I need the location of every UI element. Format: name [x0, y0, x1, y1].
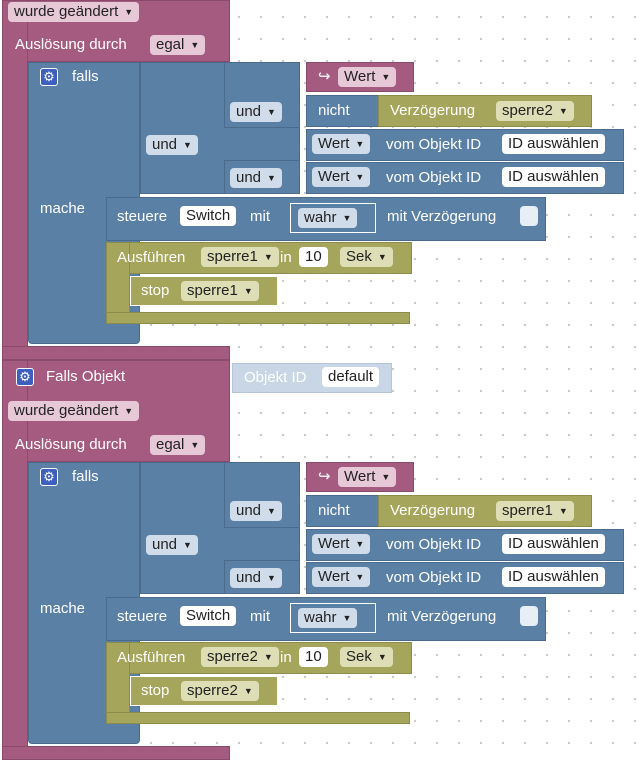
vom-objekt-label: vom Objekt ID — [386, 569, 482, 586]
with-delay-label: mit Verzögerung — [387, 208, 497, 225]
falls-label: falls — [72, 468, 99, 485]
timeout-block-footer — [106, 712, 410, 724]
delay-var-dropdown[interactable]: sperre2▼ — [496, 101, 574, 121]
id-select-button[interactable]: ID auswählen — [502, 167, 605, 187]
object-id-label: Objekt ID — [244, 369, 307, 386]
source-dropdown[interactable]: egal▼ — [150, 435, 206, 455]
and-dropdown-top[interactable]: und▼ — [230, 102, 282, 122]
boolean-dropdown[interactable]: wahr▼ — [298, 608, 358, 628]
not-block[interactable] — [306, 95, 384, 127]
trigger-dropdown[interactable]: wurde geändert▼ — [8, 2, 140, 22]
timeout-value-field[interactable]: 10 — [299, 647, 328, 667]
vom-objekt-label: vom Objekt ID — [386, 536, 482, 553]
wert-dropdown[interactable]: Wert▼ — [312, 534, 371, 554]
nicht-label: nicht — [318, 502, 350, 519]
stop-label: stop — [141, 282, 170, 299]
and-dropdown-top[interactable]: und▼ — [230, 501, 282, 521]
timeout-block-footer — [106, 312, 410, 324]
vom-objekt-label: vom Objekt ID — [386, 136, 482, 153]
wert-dropdown[interactable]: Wert▼ — [338, 467, 397, 487]
return-arrow-icon: ↪ — [318, 68, 331, 85]
unit-dropdown[interactable]: Sek▼ — [340, 647, 393, 667]
delay-label: Verzögerung — [390, 502, 476, 519]
mit-label: mit — [250, 608, 270, 625]
wert-dropdown[interactable]: Wert▼ — [312, 167, 371, 187]
timeout-block-spine — [106, 642, 130, 724]
boolean-dropdown[interactable]: wahr▼ — [298, 208, 358, 228]
ausfuehren-label: Ausführen — [117, 249, 186, 266]
id-select-button[interactable]: ID auswählen — [502, 534, 605, 554]
gear-icon[interactable]: ⚙ — [16, 368, 34, 386]
not-block[interactable] — [306, 495, 384, 527]
mache-label: mache — [40, 600, 86, 617]
in-label: in — [280, 249, 292, 266]
and-dropdown-bottom[interactable]: und▼ — [230, 568, 282, 588]
id-select-button[interactable]: ID auswählen — [502, 134, 605, 154]
and-dropdown-outer[interactable]: und▼ — [146, 135, 198, 155]
vom-objekt-label: vom Objekt ID — [386, 169, 482, 186]
wert-dropdown[interactable]: Wert▼ — [338, 67, 397, 87]
wert-dropdown[interactable]: Wert▼ — [312, 567, 371, 587]
wert-dropdown[interactable]: Wert▼ — [312, 134, 371, 154]
ausfuehren-label: Ausführen — [117, 649, 186, 666]
event-block-spine — [2, 0, 28, 358]
delay-checkbox[interactable] — [520, 606, 538, 626]
stop-label: stop — [141, 682, 170, 699]
timer-var-dropdown[interactable]: sperre1▼ — [201, 247, 279, 267]
steuere-label: steuere — [117, 208, 168, 225]
timeout-block-spine — [106, 242, 130, 324]
delay-checkbox[interactable] — [520, 206, 538, 226]
switch-target-field[interactable]: Switch — [180, 206, 237, 226]
return-arrow-icon: ↪ — [318, 468, 331, 485]
gear-icon[interactable]: ⚙ — [40, 68, 58, 86]
nicht-label: nicht — [318, 102, 350, 119]
timeout-value-field[interactable]: 10 — [299, 247, 328, 267]
timer-var-dropdown[interactable]: sperre2▼ — [201, 647, 279, 667]
steuere-label: steuere — [117, 608, 168, 625]
unit-dropdown[interactable]: Sek▼ — [340, 247, 393, 267]
delay-var-dropdown[interactable]: sperre1▼ — [496, 501, 574, 521]
id-select-button[interactable]: ID auswählen — [502, 567, 605, 587]
mache-label: mache — [40, 200, 86, 217]
object-id-field[interactable]: default — [322, 367, 380, 387]
source-dropdown[interactable]: egal▼ — [150, 35, 206, 55]
event-block-footer — [2, 346, 230, 360]
falls-objekt-label: Falls Objekt — [46, 368, 126, 385]
delay-label: Verzögerung — [390, 102, 476, 119]
falls-label: falls — [72, 68, 99, 85]
object-event-spine — [2, 360, 28, 758]
stop-var-dropdown[interactable]: sperre2▼ — [181, 681, 259, 701]
switch-target-field[interactable]: Switch — [180, 606, 237, 626]
and-dropdown-outer[interactable]: und▼ — [146, 535, 198, 555]
trigger-dropdown[interactable]: wurde geändert▼ — [8, 401, 140, 421]
with-delay-label: mit Verzögerung — [387, 608, 497, 625]
stop-var-dropdown[interactable]: sperre1▼ — [181, 281, 259, 301]
in-label: in — [280, 649, 292, 666]
source-label: Auslösung durch — [15, 36, 127, 53]
source-label: Auslösung durch — [15, 436, 127, 453]
and-dropdown-bottom[interactable]: und▼ — [230, 168, 282, 188]
mit-label: mit — [250, 208, 270, 225]
gear-icon[interactable]: ⚙ — [40, 468, 58, 486]
